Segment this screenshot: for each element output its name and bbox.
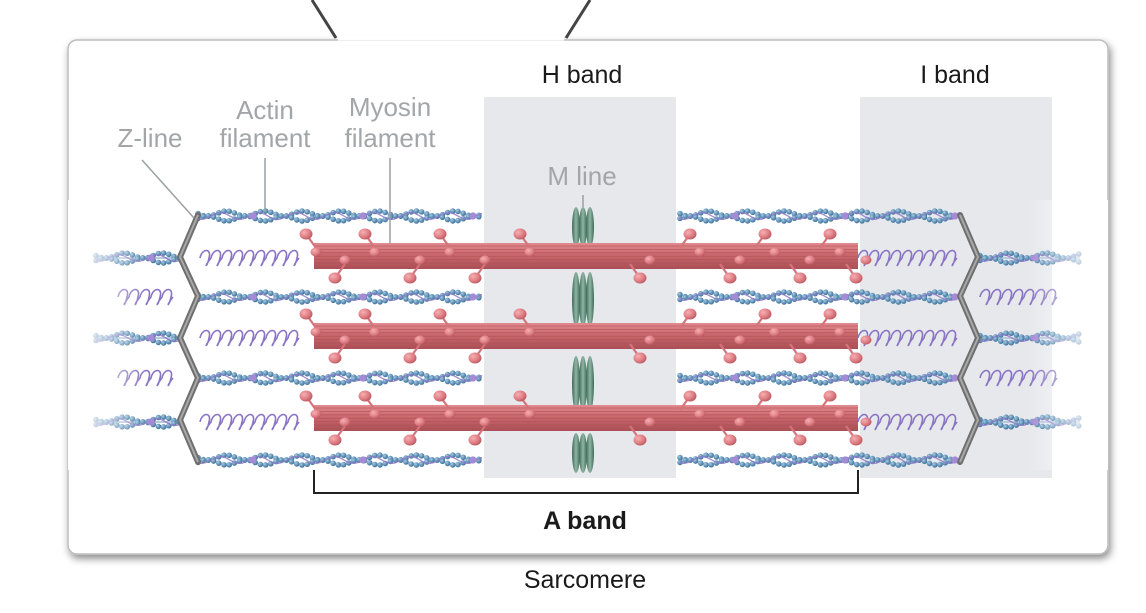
z-line-label: Z-line	[117, 123, 183, 153]
m-line-disc	[579, 207, 587, 247]
m-line-disc	[586, 356, 594, 411]
myosin-filament-bottom	[299, 390, 872, 446]
actin-filament-left	[195, 289, 483, 305]
titin-spring-right	[857, 249, 958, 267]
titin-spring-left	[199, 249, 300, 267]
actin-filament-right	[677, 208, 959, 224]
m-line-disc	[586, 272, 594, 327]
m-line-disc	[586, 207, 594, 247]
actin-label-line2: filament	[219, 123, 311, 153]
z-line-left-highlight	[179, 214, 199, 463]
actin-label-line1: Actin	[236, 95, 294, 125]
m-line-disc	[579, 272, 587, 327]
a-band-label: A band	[543, 507, 627, 535]
m-line-disc	[572, 207, 580, 247]
m-line-label: M line	[547, 161, 617, 191]
titin-spring-left	[199, 329, 300, 347]
sarcomere-label: Sarcomere	[523, 566, 647, 594]
actin-filament-right	[677, 289, 959, 305]
h-band-label: H band	[541, 61, 623, 89]
m-line-disc	[572, 433, 580, 473]
z-line-leader	[141, 159, 195, 219]
m-line-disc	[579, 356, 587, 411]
titin-spring-right	[857, 329, 958, 347]
m-line-disc	[579, 433, 587, 473]
actin-filament-right	[677, 452, 959, 468]
i-band-region	[860, 97, 1052, 478]
myosin-filament-top	[299, 228, 872, 284]
a-band-bracket	[313, 470, 859, 494]
z-line-right-highlight	[959, 214, 979, 463]
m-line-disc	[586, 433, 594, 473]
myosin-label-line1: Myosin	[348, 92, 432, 122]
actin-filament-left	[195, 208, 483, 224]
actin-filament-left	[195, 452, 483, 468]
myosin-label-line2: filament	[344, 123, 436, 153]
i-band-label: I band	[920, 61, 990, 89]
titin-spring-left	[199, 413, 300, 431]
m-line-disc	[572, 356, 580, 411]
myosin-filament-middle	[299, 308, 872, 364]
titin-spring-right	[857, 413, 958, 431]
actin-filament-right	[677, 370, 959, 386]
m-line-disc	[572, 272, 580, 327]
callout-pointer	[310, 0, 592, 39]
actin-filament-left	[195, 370, 483, 386]
